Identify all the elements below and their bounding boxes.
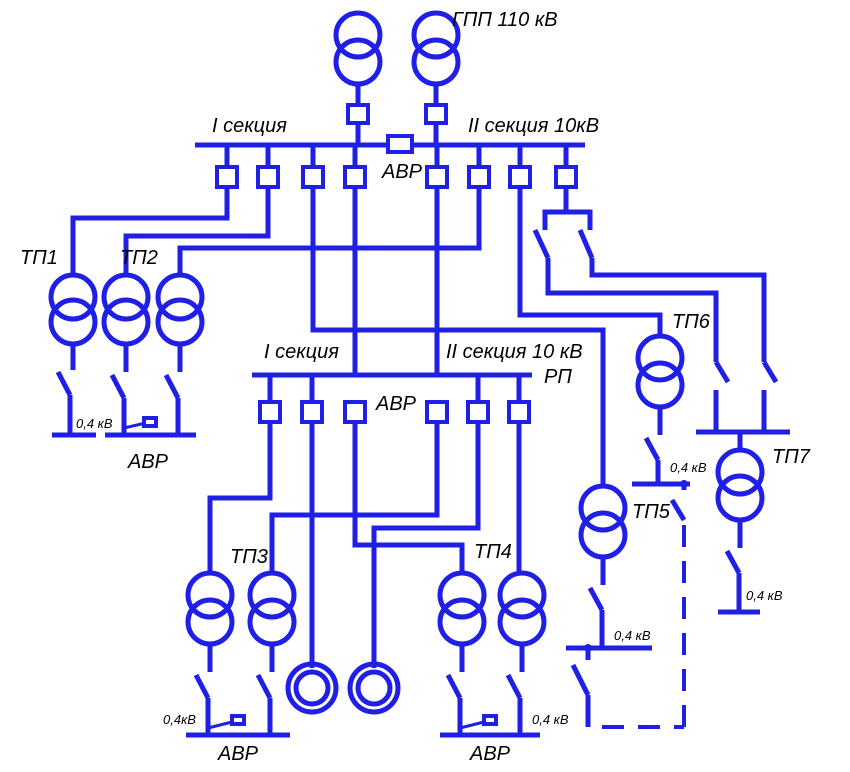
gpp-section-1-label: I секция [212, 115, 287, 137]
tp6-label: ТП6 [672, 311, 711, 333]
tp1-tp2-lv-bus [52, 416, 196, 438]
tp4-transformers [437, 570, 547, 738]
tp7-transformer [715, 432, 765, 615]
tp6-transformer [632, 333, 690, 488]
gpp-transformer-1 [333, 10, 383, 145]
tp7-voltage-label: 0,4 кВ [746, 588, 783, 603]
motor-1 [285, 661, 339, 715]
rp-section-1-label: I секция [264, 341, 339, 363]
tp2-label: ТП2 [120, 247, 158, 269]
rp-section-2-label: II секция 10 кВ [446, 341, 583, 363]
gpp-section-2-label: II секция 10кВ [468, 115, 599, 137]
tp12-voltage-label: 0,4 кВ [76, 416, 113, 431]
tp4-label: ТП4 [474, 541, 512, 563]
tp4-avr-label: АВР [469, 743, 511, 765]
rp-label: РП [544, 366, 572, 388]
tp6-voltage-label: 0,4 кВ [670, 460, 707, 475]
tp3-voltage-label: 0,4кВ [163, 712, 196, 727]
gpp-label: ГПП 110 кВ [452, 9, 558, 31]
gpp-busbar [195, 134, 585, 154]
gpp-feed-lines [70, 187, 767, 485]
gpp-avr-label: АВР [381, 161, 423, 183]
tp2-transformer-a [101, 272, 151, 435]
rp-avr-label: АВР [375, 393, 417, 415]
tp3-transformers [185, 570, 297, 738]
tp7-label: ТП7 [772, 446, 811, 468]
tp2-transformer-b [155, 272, 205, 435]
gpp-transformer-2 [411, 10, 461, 145]
tp5-voltage-label: 0,4 кВ [614, 628, 651, 643]
tp4-voltage-label: 0,4 кВ [532, 712, 569, 727]
tp5-transformer [566, 483, 652, 727]
tp7-switchgear [696, 360, 790, 435]
tp3-avr-label: АВР [217, 743, 259, 765]
tp12-avr-label: АВР [127, 451, 169, 473]
tp5-label: ТП5 [632, 501, 671, 523]
rp-busbar [252, 372, 532, 424]
tp1-transformer [48, 272, 98, 435]
rp-feed-lines [207, 422, 522, 668]
motor-2 [347, 661, 401, 715]
tp1-label: ТП1 [20, 247, 58, 269]
tp3-label: ТП3 [230, 546, 268, 568]
